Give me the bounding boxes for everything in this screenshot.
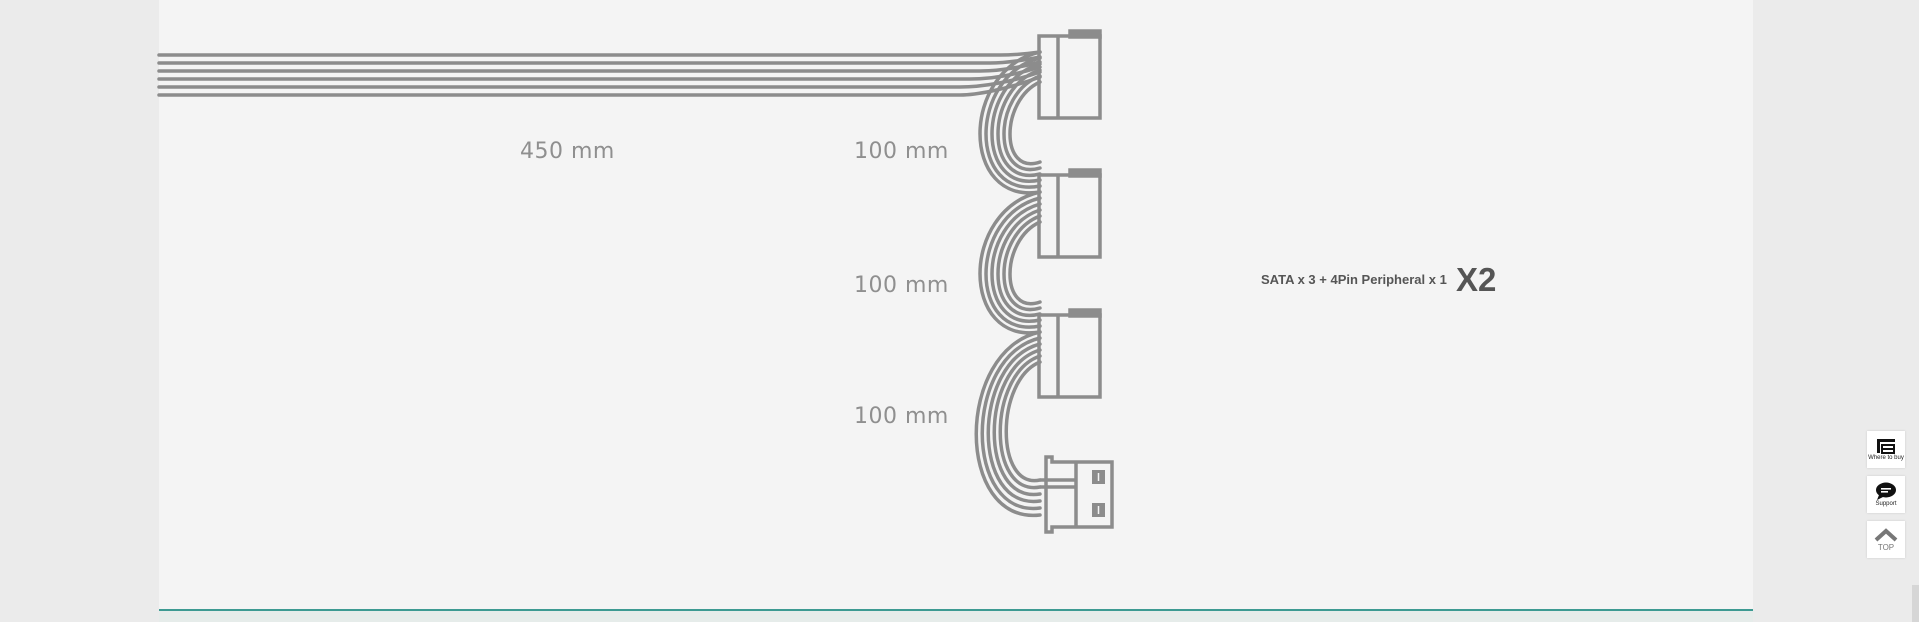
store-icon bbox=[1877, 439, 1895, 454]
support-label: Support bbox=[1875, 501, 1897, 507]
support-button[interactable]: Support bbox=[1867, 476, 1905, 513]
dimension-label-segment-2: 100 mm bbox=[854, 273, 949, 298]
cable-spec-panel bbox=[159, 0, 1753, 611]
next-section-strip bbox=[159, 611, 1753, 622]
sata-connector-1 bbox=[1037, 29, 1102, 120]
connector-description: SATA x 3 + 4Pin Peripheral x 1 bbox=[1261, 272, 1447, 287]
dimension-label-segment-1: 100 mm bbox=[854, 139, 949, 164]
where-to-buy-button[interactable]: Where to buy bbox=[1867, 431, 1905, 468]
dimension-label-segment-3: 100 mm bbox=[854, 404, 949, 429]
dimension-label-main: 450 mm bbox=[520, 139, 615, 164]
back-to-top-button[interactable]: TOP bbox=[1867, 521, 1905, 558]
cable-loop-2 bbox=[978, 190, 1042, 335]
molex-4pin-connector bbox=[1040, 455, 1114, 534]
top-label: TOP bbox=[1877, 542, 1895, 552]
sata-connector-3 bbox=[1037, 308, 1102, 399]
where-to-buy-label: Where to buy bbox=[1868, 455, 1904, 461]
main-cable-bundle bbox=[157, 50, 1042, 97]
cable-quantity: X2 bbox=[1456, 261, 1497, 298]
scrollbar[interactable] bbox=[1912, 585, 1919, 622]
sata-connector-2 bbox=[1037, 168, 1102, 259]
chat-bubble-icon bbox=[1876, 482, 1896, 500]
chevron-up-icon bbox=[1874, 527, 1898, 541]
cable-loop-3 bbox=[974, 330, 1042, 517]
cable-loop-1 bbox=[978, 50, 1042, 195]
